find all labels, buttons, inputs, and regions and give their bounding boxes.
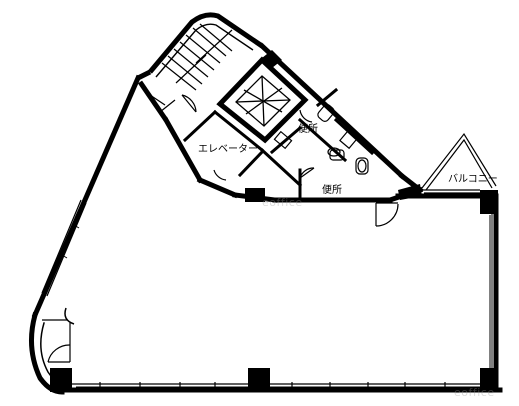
office-door xyxy=(375,202,399,227)
stair-door xyxy=(159,94,197,113)
label-balcony: バルコニー xyxy=(448,173,498,185)
label-toilet-upper: 便所 xyxy=(298,122,318,135)
watermark-corner: eoffice xyxy=(454,386,495,399)
diagonal-window xyxy=(41,199,87,297)
core-columns xyxy=(245,50,422,202)
stair-block xyxy=(136,12,264,122)
toilet-doors xyxy=(213,109,315,181)
core-walls xyxy=(162,42,424,204)
right-windows xyxy=(489,196,493,388)
balcony xyxy=(421,132,497,194)
watermark-center: eoffice xyxy=(262,196,303,209)
elevator-car xyxy=(235,75,291,127)
label-elevator: エレベーター xyxy=(198,143,258,155)
columns xyxy=(50,190,498,392)
bottom-windows xyxy=(70,382,492,392)
label-toilet-lower: 便所 xyxy=(322,183,342,196)
toilet-fixtures xyxy=(273,104,369,175)
entrance-door-left xyxy=(42,307,75,363)
